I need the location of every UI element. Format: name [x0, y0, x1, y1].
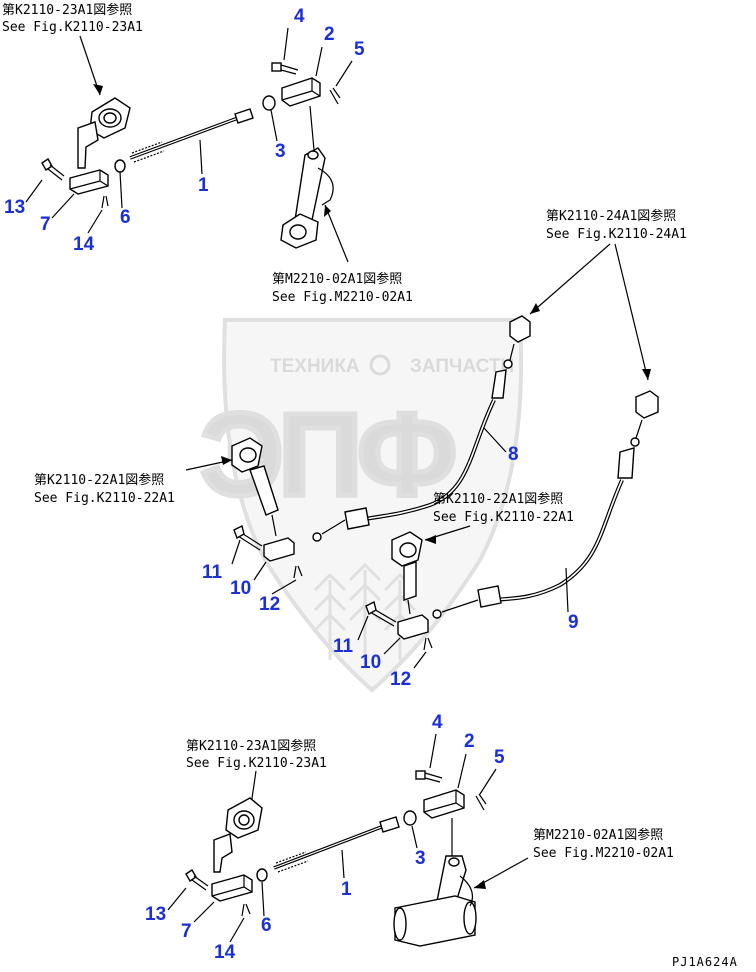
arrow-head: [474, 880, 486, 889]
nut-6-top: [114, 159, 126, 173]
callout-1: 1: [198, 175, 209, 196]
ref-k2110-24a1-en: See Fig.K2110-24A1: [546, 227, 687, 242]
callout-11-left: 11: [202, 562, 223, 583]
callout-leaders: [25, 27, 353, 234]
callout-13: 13: [4, 197, 25, 218]
watermark: ТЕХНИКА ЗАПЧАСТИ ЭПФ: [198, 318, 524, 693]
callouts-middle: 8 9 11 10 12 11 10 12: [202, 427, 579, 690]
arrow-head: [93, 84, 103, 95]
bolt-4-top: [271, 62, 299, 75]
bolt-13-bottom: [185, 869, 209, 891]
lever-mid-left: [231, 437, 303, 579]
callout-14-bottom: 14: [214, 942, 236, 963]
cotter-pin-5-bottom: [475, 793, 487, 811]
gear-icon: [369, 354, 391, 376]
cotter-pin-14-top: [101, 195, 109, 209]
callout-2-bottom: 2: [464, 731, 475, 752]
callout-2: 2: [324, 24, 335, 45]
callout-leaders: [167, 733, 497, 943]
ref-k2110-22a1-jp-left: 第K2110-22A1図参照: [34, 472, 164, 488]
callout-7: 7: [40, 214, 51, 235]
cable-9: [432, 390, 659, 619]
callout-10-right: 10: [360, 652, 381, 673]
callout-4-bottom: 4: [432, 712, 443, 733]
pivot-bracket-bottom: [213, 797, 263, 873]
callout-4: 4: [294, 6, 305, 27]
callout-12-left: 12: [259, 594, 280, 615]
callout-9: 9: [568, 612, 579, 633]
rod-1-bottom: [273, 816, 400, 873]
bolt-4-bottom: [415, 770, 443, 783]
wheat-icon: [313, 562, 417, 660]
callout-5: 5: [354, 39, 365, 60]
callout-10-left: 10: [230, 578, 251, 599]
arrow-head: [642, 369, 651, 380]
callout-3: 3: [275, 141, 286, 162]
ref-m2210-02a1-en: See Fig.M2210-02A1: [272, 290, 413, 305]
callout-8: 8: [508, 444, 519, 465]
ref-m2210-02a1-jp: 第M2210-02A1図参照: [272, 271, 402, 287]
cable-8: [312, 315, 531, 542]
callout-13-bottom: 13: [145, 904, 166, 925]
callout-5-bottom: 5: [494, 747, 505, 768]
nut-3-bottom: [403, 810, 417, 826]
ref-k2110-22a1-en-left: See Fig.K2110-22A1: [34, 491, 175, 506]
ref-m2210-02a1-en-bottom: See Fig.M2210-02A1: [533, 846, 674, 861]
nut-3-top: [262, 95, 276, 111]
watermark-text-1: ТЕХНИКА: [270, 356, 360, 377]
callout-11-right: 11: [333, 636, 354, 657]
lever-top: [280, 147, 334, 249]
ref-k2110-22a1-jp-right: 第K2110-22A1図参照: [433, 491, 563, 507]
ref-k2110-23a1-jp-bottom: 第K2110-23A1図参照: [186, 738, 316, 754]
clevis-2-bottom: [423, 789, 465, 819]
drawing-code: PJ1A624A: [672, 955, 738, 969]
callout-6-bottom: 6: [261, 915, 272, 936]
rod-1-top: [129, 108, 254, 163]
leader-line: [529, 243, 649, 381]
callouts-top: 4 2 5 3 1 13 7 6 14: [4, 6, 365, 255]
cotter-pin-14-bottom: [241, 903, 251, 917]
watermark-text-2: ЗАПЧАСТИ: [410, 356, 514, 377]
lever-mid-right: [365, 531, 433, 651]
clevis-2-top: [281, 77, 321, 107]
arrow-head: [530, 303, 540, 314]
nut-6-bottom: [256, 868, 268, 882]
callouts-bottom: 4 2 5 3 1 13 7 6 14: [145, 712, 505, 963]
clevis-7-top: [69, 169, 109, 195]
callout-12-right: 12: [390, 669, 411, 690]
callout-3-bottom: 3: [415, 848, 426, 869]
callout-14: 14: [73, 234, 95, 255]
callout-7-bottom: 7: [181, 921, 192, 942]
ref-k2110-23a1-en: See Fig.K2110-23A1: [2, 20, 143, 35]
pedal-lever-bottom: [393, 855, 477, 947]
ref-k2110-24a1-jp: 第K2110-24A1図参照: [546, 208, 676, 224]
cotter-pin-5-top: [329, 87, 341, 105]
arrow-head: [425, 535, 436, 544]
ref-k2110-23a1-en-bottom: See Fig.K2110-23A1: [186, 756, 327, 771]
arrow-head: [221, 456, 232, 465]
pivot-bracket-top: [77, 97, 131, 169]
arrow-head: [324, 205, 331, 217]
clevis-7-bottom: [211, 874, 253, 902]
ref-k2110-23a1-jp: 第K2110-23A1図参照: [2, 2, 132, 18]
callout-1-bottom: 1: [341, 879, 352, 900]
callout-6: 6: [120, 207, 131, 228]
ref-m2210-02a1-jp-bottom: 第M2210-02A1図参照: [533, 827, 663, 843]
leader-line: [324, 204, 349, 263]
callout-leaders: [231, 427, 569, 669]
watermark-logo: ЭПФ: [200, 389, 454, 521]
ref-k2110-22a1-en-right: See Fig.K2110-22A1: [433, 510, 574, 525]
leader-line: [309, 105, 315, 151]
bolt-13-top: [41, 158, 65, 181]
